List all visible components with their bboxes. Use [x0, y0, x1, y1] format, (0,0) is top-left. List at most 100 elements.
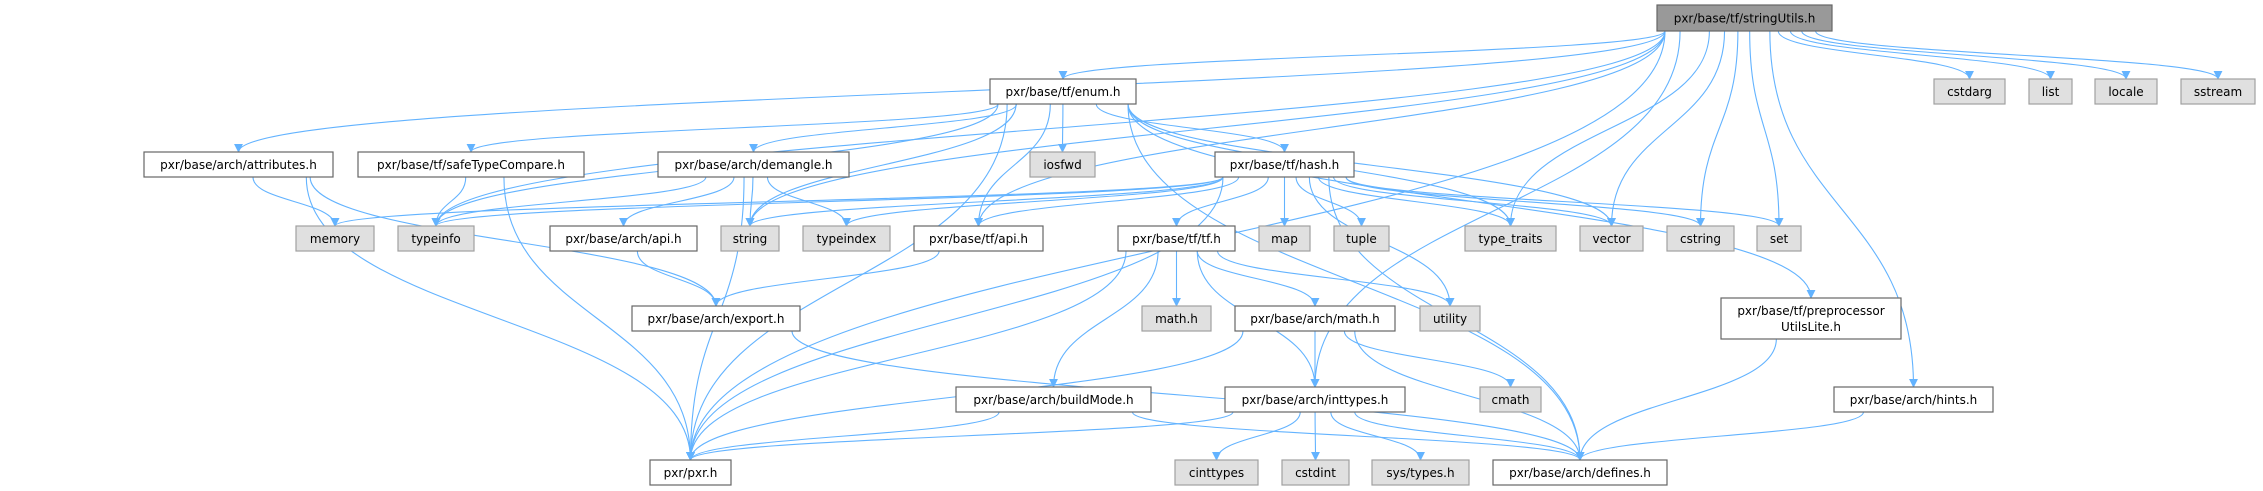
node-label: pxr/base/tf/safeTypeCompare.h	[377, 158, 565, 172]
node-vector: vector	[1579, 225, 1644, 252]
node-buildMode[interactable]: pxr/base/arch/buildMode.h	[955, 386, 1152, 413]
edge-hash-to-memory	[330, 176, 1224, 227]
edge-demangle-to-typeinfo	[431, 176, 707, 227]
node-label: sys/types.h	[1386, 466, 1454, 480]
node-label: pxr/base/tf/preprocessor	[1737, 304, 1884, 318]
node-box	[802, 225, 891, 252]
node-label: pxr/base/arch/export.h	[648, 312, 785, 326]
node-hints[interactable]: pxr/base/arch/hints.h	[1833, 386, 1994, 413]
edge-enum-to-hash	[1095, 103, 1289, 153]
node-demangle[interactable]: pxr/base/arch/demangle.h	[657, 151, 850, 178]
node-label: pxr/base/arch/attributes.h	[160, 158, 317, 172]
node-label: pxr/base/tf/stringUtils.h	[1674, 12, 1816, 26]
node-cstdarg: cstdarg	[1933, 78, 2006, 105]
node-label: memory	[310, 232, 360, 246]
edge-inttypes-to-defines	[1354, 411, 1585, 461]
node-box	[295, 225, 375, 252]
node-inttypes[interactable]: pxr/base/arch/inttypes.h	[1224, 386, 1406, 413]
node-box	[1371, 459, 1470, 486]
node-box	[1174, 459, 1259, 486]
node-memory: memory	[295, 225, 375, 252]
edge-stringUtils-to-vector	[1607, 30, 1726, 227]
edge-export-to-defines	[791, 330, 1585, 461]
edges-layer	[234, 30, 2223, 461]
node-box	[2180, 78, 2256, 105]
node-enum[interactable]: pxr/base/tf/enum.h	[989, 78, 1137, 105]
edge-inttypes-to-pxr	[686, 411, 1234, 461]
node-archapi[interactable]: pxr/base/arch/api.h	[549, 225, 698, 252]
edge-attributes-to-memory	[252, 176, 340, 227]
node-hash[interactable]: pxr/base/tf/hash.h	[1214, 151, 1355, 178]
edge-safeTypeCompare-to-pxr	[503, 176, 695, 461]
node-label: pxr/base/arch/api.h	[565, 232, 681, 246]
node-box	[1933, 78, 2006, 105]
node-map: map	[1258, 225, 1311, 252]
node-pxr[interactable]: pxr/pxr.h	[649, 459, 732, 486]
edge-stringUtils-to-hints	[1769, 30, 1918, 388]
node-label: utility	[1433, 312, 1467, 326]
node-tfapi[interactable]: pxr/base/tf/api.h	[913, 225, 1044, 252]
node-safeTypeCompare[interactable]: pxr/base/tf/safeTypeCompare.h	[357, 151, 585, 178]
node-sstream: sstream	[2180, 78, 2256, 105]
node-label: cstdarg	[1947, 85, 1992, 99]
node-label: pxr/base/arch/math.h	[1250, 312, 1379, 326]
node-label: vector	[1592, 232, 1630, 246]
node-label: iosfwd	[1043, 158, 1081, 172]
node-label: pxr/base/arch/defines.h	[1509, 466, 1651, 480]
node-label: pxr/base/tf/enum.h	[1005, 85, 1120, 99]
node-box	[1214, 151, 1355, 178]
node-label: pxr/base/tf/api.h	[929, 232, 1028, 246]
node-box	[549, 225, 698, 252]
node-list: list	[2028, 78, 2073, 105]
node-export[interactable]: pxr/base/arch/export.h	[631, 305, 801, 332]
node-attributes[interactable]: pxr/base/arch/attributes.h	[143, 151, 334, 178]
node-box	[143, 151, 334, 178]
node-box	[1579, 225, 1644, 252]
edge-stringUtils-to-attributes	[234, 30, 1666, 153]
edge-tf-to-buildMode	[1049, 250, 1159, 388]
node-label: pxr/pxr.h	[664, 466, 718, 480]
node-box	[720, 225, 780, 252]
node-label: tuple	[1346, 232, 1377, 246]
edge-stringUtils-to-typeinfo	[431, 30, 1666, 227]
node-box	[1281, 459, 1350, 486]
node-label: pxr/base/tf/tf.h	[1132, 232, 1221, 246]
edge-stringUtils-to-enum	[1058, 30, 1666, 80]
edge-enum-to-string	[745, 103, 1017, 227]
edge-stringUtils-to-locale	[1801, 30, 2131, 80]
node-archmath[interactable]: pxr/base/arch/math.h	[1234, 305, 1396, 332]
edge-stringUtils-to-tfapi	[974, 30, 1666, 227]
node-box	[1666, 225, 1735, 252]
node-tuple: tuple	[1333, 225, 1390, 252]
node-box	[1029, 151, 1096, 178]
edge-hash-to-set	[1345, 176, 1784, 227]
node-box	[1756, 225, 1802, 252]
node-systypes: sys/types.h	[1371, 459, 1470, 486]
edge-enum-to-demangle	[749, 103, 1018, 153]
edge-hash-to-tuple	[1295, 176, 1366, 227]
node-box	[1333, 225, 1390, 252]
node-box	[955, 386, 1152, 413]
node-box	[1720, 297, 1902, 340]
node-box	[913, 225, 1044, 252]
node-stringUtils[interactable]: pxr/base/tf/stringUtils.h	[1656, 4, 1833, 32]
node-cinttypes: cinttypes	[1174, 459, 1259, 486]
node-locale: locale	[2094, 78, 2158, 105]
node-box	[1656, 4, 1833, 32]
node-box	[989, 78, 1137, 105]
node-utility: utility	[1419, 305, 1481, 332]
edge-hash-to-vector	[1333, 176, 1616, 227]
node-defines[interactable]: pxr/base/arch/defines.h	[1492, 459, 1668, 486]
node-string: string	[720, 225, 780, 252]
node-label: set	[1770, 232, 1789, 246]
edge-buildMode-to-pxr	[686, 411, 1000, 461]
edge-demangle-to-archapi	[619, 176, 735, 227]
edge-stringUtils-to-string	[745, 30, 1666, 227]
node-box	[649, 459, 732, 486]
edge-inttypes-to-cinttypes	[1212, 411, 1301, 461]
edge-buildMode-to-defines	[1131, 411, 1585, 461]
edge-hash-to-cstring	[1345, 176, 1705, 227]
node-tf[interactable]: pxr/base/tf/tf.h	[1117, 225, 1236, 252]
node-box	[657, 151, 850, 178]
